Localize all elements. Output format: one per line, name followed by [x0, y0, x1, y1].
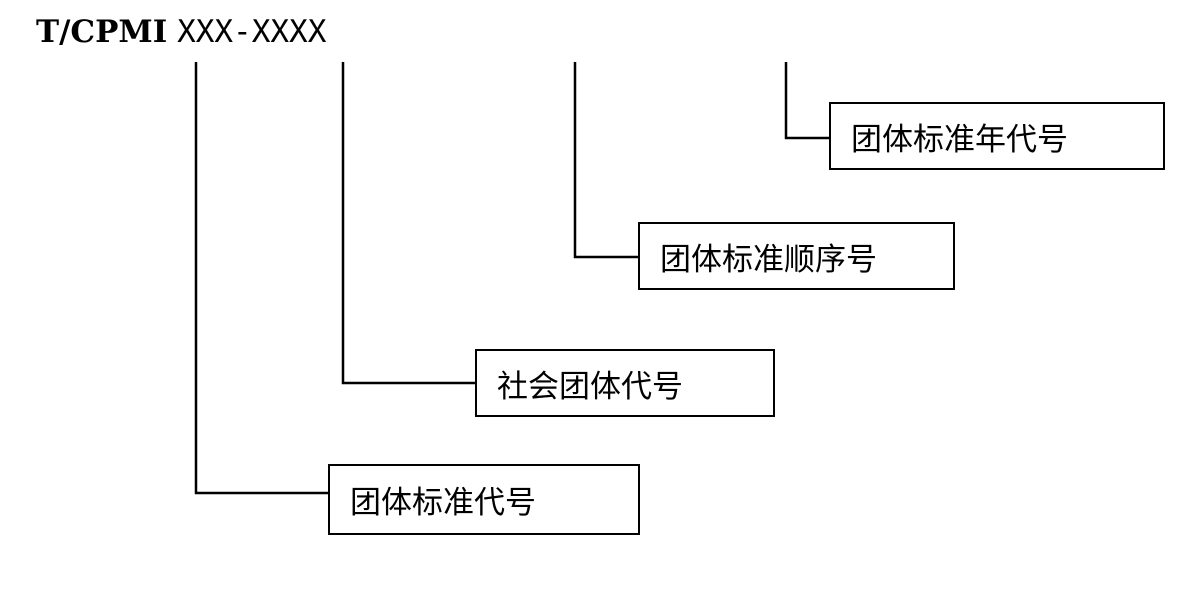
- connector-sequence-number: [573, 62, 639, 259]
- standard-code-box: 团体标准代号: [328, 464, 640, 535]
- sequence-number-box: 团体标准顺序号: [638, 222, 955, 290]
- organization-code-label: 社会团体代号: [497, 368, 683, 405]
- year-code-label: 团体标准年代号: [851, 121, 1068, 158]
- sequence-number-label: 团体标准顺序号: [660, 241, 877, 278]
- standard-number-label: T/CPMI XXX-XXXX: [36, 14, 326, 50]
- standard-code-label: 团体标准代号: [350, 485, 536, 521]
- connector-standard-code: [194, 62, 329, 495]
- connector-year-code: [784, 62, 830, 140]
- connector-organization-code: [341, 62, 476, 385]
- standard-code-prefix: T/CPMI: [36, 14, 168, 50]
- standard-number-pattern: XXX-XXXX: [177, 14, 327, 50]
- organization-code-box: 社会团体代号: [475, 349, 775, 417]
- year-code-box: 团体标准年代号: [829, 102, 1165, 170]
